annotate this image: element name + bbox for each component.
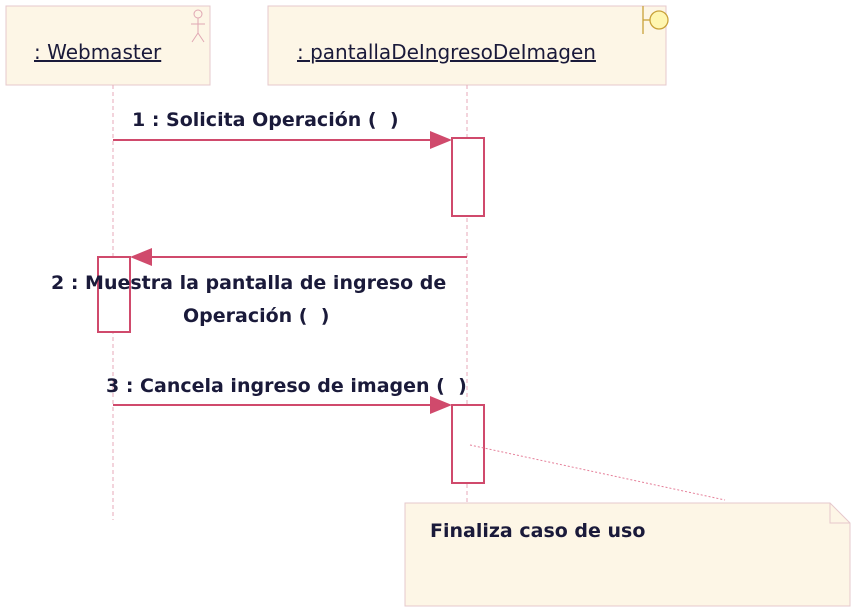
boundary-icon <box>642 6 669 34</box>
message-1: 1 : Solicita Operación ( ) <box>113 109 452 149</box>
message-2-arrowhead <box>130 248 152 266</box>
note: Finaliza caso de uso <box>404 444 851 607</box>
webmaster-box <box>5 5 211 86</box>
message-2-label-line2: Operación ( ) <box>183 305 329 327</box>
actor-icon <box>191 9 205 43</box>
message-3: 3 : Cancela ingreso de imagen ( ) <box>106 375 467 414</box>
message-3-arrowhead <box>430 396 452 414</box>
message-1-label: 1 : Solicita Operación ( ) <box>132 109 399 131</box>
webmaster-label: : Webmaster <box>34 40 162 64</box>
note-fold <box>829 503 850 524</box>
lifeline-webmaster: : Webmaster <box>5 5 211 520</box>
pantalla-activation-1 <box>451 137 485 217</box>
pantalla-label: : pantallaDeIngresoDeImagen <box>297 40 596 64</box>
message-3-label: 3 : Cancela ingreso de imagen ( ) <box>106 375 467 397</box>
pantalla-box <box>267 5 667 86</box>
webmaster-activation <box>97 256 131 333</box>
note-text: Finaliza caso de uso <box>430 520 645 542</box>
message-2-label-line1: 2 : Muestra la pantalla de ingreso de <box>51 272 446 294</box>
lifeline-pantalla: : pantallaDeIngresoDeImagen <box>267 5 669 510</box>
message-1-arrowhead <box>430 131 452 149</box>
pantalla-activation-2 <box>451 404 485 484</box>
note-shape <box>404 502 851 607</box>
note-connector <box>469 444 726 501</box>
message-2: 2 : Muestra la pantalla de ingreso de Op… <box>51 248 467 327</box>
